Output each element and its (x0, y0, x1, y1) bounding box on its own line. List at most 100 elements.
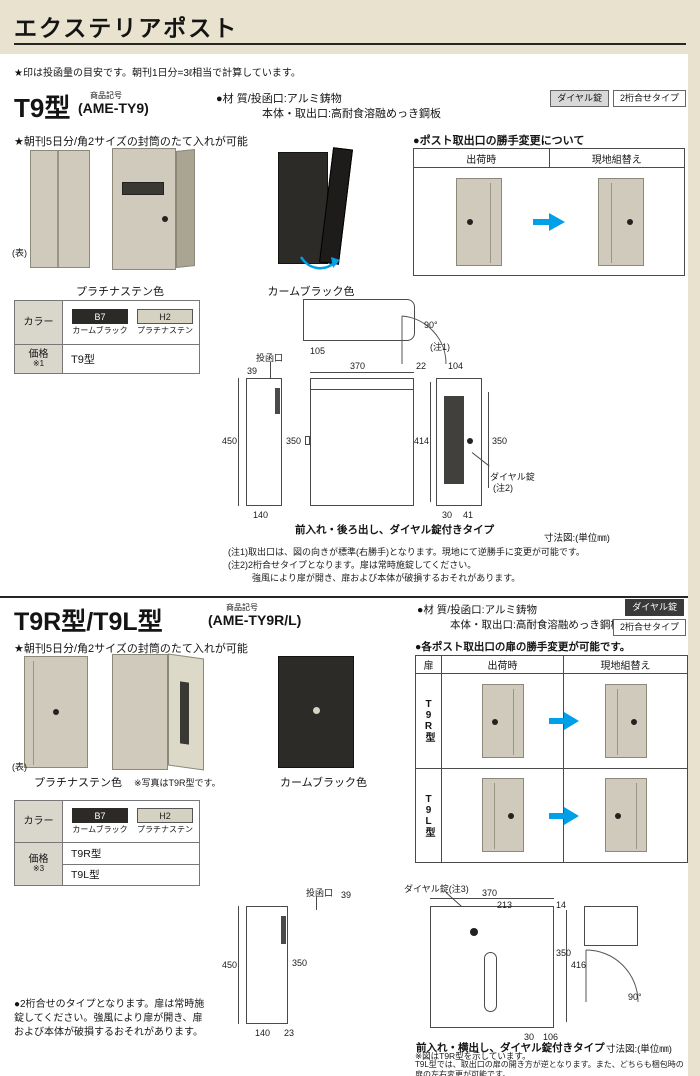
s1-plan-view (303, 299, 415, 341)
s1-note-1: (注1)取出口は、図の向きが標準(右勝手)となります。現地にて逆勝手に変更が可能… (228, 547, 585, 557)
color-header-label: カラー (23, 317, 54, 328)
dim-note1-ref: (注1) (430, 342, 450, 352)
dim-slot-height: 350 (292, 958, 308, 968)
price-rows: 価格 ※3 T9R型 T9L型 (15, 843, 199, 885)
dim-depth: 140 (255, 1028, 271, 1038)
swatch-b7-name: カームブラック (72, 326, 128, 335)
price-model: T9L型 (71, 869, 100, 882)
door-seam (33, 661, 34, 765)
price-row-t9l: T9L型 (63, 865, 199, 886)
s2-product-code: (AME-TY9R/L) (208, 612, 302, 628)
dial-lock-knob (630, 718, 637, 725)
dim-back-width: 104 (448, 361, 464, 371)
door-seam (616, 688, 618, 755)
shipped-cell (442, 768, 564, 862)
dim-door-height: 416 (571, 960, 587, 970)
dim-bottom1: 30 (524, 1032, 535, 1042)
side-view-slot (281, 916, 286, 944)
color-swatches: B7 カームブラック H2 プラチナステン (63, 801, 199, 842)
dim-gap: 14 (556, 900, 567, 910)
s2-badge-two-digit: 2桁合せタイプ (612, 619, 686, 636)
dim-line-front-width (310, 372, 414, 373)
s1-front-view (310, 378, 414, 506)
color-row: カラー B7 カームブラック H2 プラチナステン (15, 301, 199, 345)
s2-bottom-note-2: T9L型では、取出口の扉の開き方が逆となります。また、どちらも梱包時の扉の左右変… (415, 1060, 684, 1076)
side-strip (688, 54, 700, 1076)
price-model: T9R型 (71, 847, 102, 860)
door-seam (493, 783, 495, 850)
onsite-cell (564, 674, 687, 768)
front-lid-line (310, 389, 414, 390)
change-arrow-icon (533, 213, 565, 231)
dim-front-slot-height: 350 (556, 948, 572, 958)
s2-bottom-note-1: ※図はT9R型を示しています。 (415, 1051, 531, 1061)
dim-slot-height: 350 (286, 436, 302, 446)
handing-col-shipped: 出荷時 (414, 149, 550, 167)
s1-front-label: (表) (12, 248, 27, 258)
s2-left-note: ●2桁合せのタイプとなります。扉は常時施錠してください。強風により扉が開き、扉お… (14, 999, 205, 1038)
s1-feature-note: ★朝刊5日分/角2サイズの封筒のたて入れが可能 (14, 136, 248, 148)
door-seam (635, 783, 637, 850)
dial-lock-knob (470, 928, 478, 936)
dim-line-height (238, 378, 239, 506)
door-swing-arrow-icon (299, 256, 340, 270)
s1-handing-box: 出荷時 現地組替え (413, 148, 685, 276)
s1-color-price-table: カラー B7 カームブラック H2 プラチナステン 価格 ※1 T9型 (14, 300, 200, 374)
dim-bottom0: 23 (284, 1028, 295, 1038)
change-arrow-icon (549, 806, 579, 825)
dial-lock-knob (162, 216, 168, 222)
dial-lock-knob (507, 813, 514, 820)
dial-lock-knob (53, 709, 59, 715)
page-title: エクステリアポスト (14, 15, 239, 41)
price-model-cells: T9R型 T9L型 (63, 843, 199, 885)
s1-photo-platinum-front (30, 150, 90, 268)
s1-note-3: 強風により扉が開き、扉および本体が破損するおそれがあります。 (252, 573, 521, 583)
dim-line-door-height (430, 382, 431, 502)
swatch-h2-code: H2 (137, 808, 193, 823)
color-swatches: B7 カームブラック H2 プラチナステン (63, 301, 199, 344)
dial-callout: ダイヤル錠 (490, 472, 535, 482)
slot-leader-line (270, 362, 271, 378)
dim-front-width: 370 (350, 361, 366, 371)
door-seam (57, 151, 59, 267)
s1-product-code-label: 商品記号 (90, 91, 122, 100)
onsite-cell (564, 769, 687, 863)
dim-door-height: 414 (414, 436, 430, 446)
dim-slot-width: 39 (247, 366, 258, 376)
dim-line-front-width (430, 898, 554, 899)
handing-row-t9l: T9L型 (416, 768, 687, 863)
mailbox-body (278, 152, 328, 264)
dim-swing-angle: 90° (424, 320, 438, 330)
handing-mailbox (604, 683, 647, 758)
dim-back-slot-height: 350 (492, 436, 508, 446)
s2-photo-platinum-open (112, 653, 212, 772)
front-handle-slot (484, 952, 497, 1012)
door-seam (490, 183, 491, 263)
slot-callout: 投函口 (306, 888, 334, 898)
price-model: T9型 (71, 354, 95, 366)
handing-col-onsite: 現地組替え (600, 661, 651, 672)
slot-leader-line (316, 896, 317, 910)
s1-material-line1: ●材 質/投函口:アルミ鋳物 (216, 93, 342, 105)
dim-door-width: 213 (497, 900, 513, 910)
dial-lock-knob (614, 813, 621, 820)
s2-handing-title: ●各ポスト取出口の扉の勝手変更が可能です。 (415, 641, 631, 653)
dim-front-width: 370 (482, 888, 498, 898)
dial-lock-knob (627, 219, 633, 225)
s2-color-label-black: カームブラック色 (280, 777, 368, 789)
handing-mailbox (481, 778, 524, 853)
s1-material-line2: 本体・取出口:高耐食溶融めっき鋼板 (262, 108, 442, 120)
swatch-b7: B7 カームブラック (72, 309, 128, 336)
s2-material-line2: 本体・取出口:高耐食溶融めっき鋼板 (450, 619, 621, 631)
dim-line-height (238, 906, 239, 1024)
dim-line-back-slot (488, 392, 489, 488)
section-divider (0, 596, 688, 598)
swatch-h2-name: プラチナステン (137, 825, 193, 834)
dim-slot-width: 39 (341, 890, 352, 900)
swatch-b7-name: カームブラック (72, 825, 128, 834)
s1-color-label-platinum: プラチナステン色 (76, 286, 164, 298)
price-note: ※3 (32, 864, 45, 874)
dial-lock-knob (467, 219, 473, 225)
row-label-t9l: T9L型 (416, 768, 442, 862)
